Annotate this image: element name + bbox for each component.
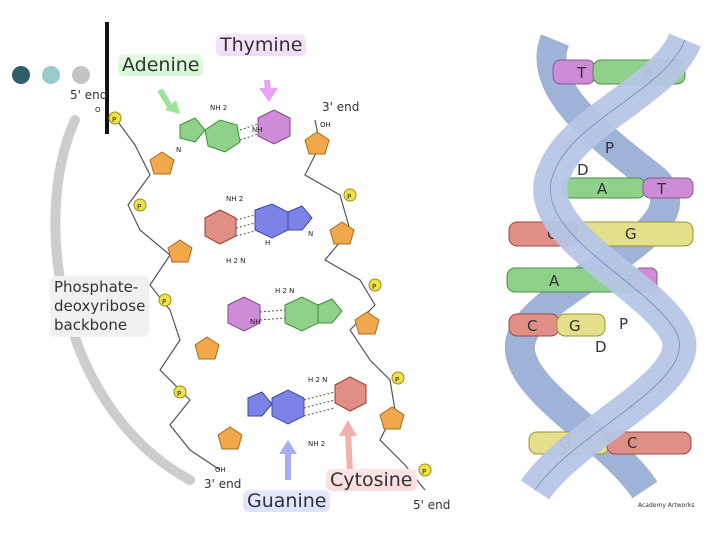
label-backbone-line-3: backbone: [54, 316, 128, 334]
atom-nh2-2: NH 2: [226, 195, 243, 203]
sugar-left-4: [217, 426, 243, 450]
atom-h-2: H: [265, 239, 270, 247]
base-guanine-4-ring5: [247, 391, 273, 417]
atom-o-1: O: [95, 106, 101, 114]
label-p-2: P: [619, 315, 628, 333]
phosphate-left-4: [173, 385, 187, 399]
atom-p-5: P: [347, 193, 351, 201]
atom-oh-bottom: OH: [215, 466, 226, 474]
atom-p-6: P: [372, 283, 376, 291]
atom-n-2: N: [308, 230, 313, 238]
rung-4-left: A: [549, 272, 560, 290]
decor-vertical-line: [105, 22, 109, 134]
label-adenine: Adenine: [118, 54, 204, 76]
rung-2-left: A: [597, 180, 608, 198]
label-backbone: Phosphate- deoxyribose backbone: [50, 276, 150, 337]
base-cytosine-2: [204, 209, 237, 245]
sugar-right-4: [379, 406, 405, 430]
phosphate-right-3: [391, 371, 405, 385]
base-thymine-3: [227, 296, 261, 332]
rung-3-right: G: [625, 225, 637, 243]
decor-dot-1: [12, 66, 30, 84]
phosphate-left-1: [108, 111, 122, 125]
label-d-2: D: [595, 338, 607, 356]
atom-p-7: P: [395, 376, 399, 384]
label-3-end-top: 3' end: [322, 100, 360, 114]
rung-2-right: T: [656, 180, 667, 198]
atom-nh-1: NH: [252, 126, 263, 134]
atom-n-1: N: [176, 146, 181, 154]
base-guanine-2-ring5: [287, 205, 313, 231]
base-adenine-3-ring6: [284, 296, 319, 332]
base-guanine-4-ring6: [271, 389, 305, 425]
decor-dot-3: [72, 66, 90, 84]
sugar-left-1: [149, 151, 175, 175]
atom-oh-top: OH: [320, 121, 331, 129]
atom-nh2-4: NH 2: [308, 440, 325, 448]
sugar-left-2: [167, 239, 193, 263]
label-backbone-line-2: deoxyribose: [54, 297, 146, 315]
phosphate-left-3: [158, 293, 172, 307]
sugar-right-1: [304, 131, 330, 155]
sugar-right-2: [329, 221, 355, 245]
rung-1-left: T: [576, 64, 587, 82]
label-5-end-bottom: 5' end: [413, 498, 451, 512]
atom-h2n-2: H 2 N: [226, 257, 245, 265]
phosphate-right-4: [418, 463, 432, 477]
decor-dot-2: [42, 66, 60, 84]
atom-nh2-1: NH 2: [210, 104, 227, 112]
phosphate-left-2: [133, 198, 147, 212]
atom-p-4: P: [177, 390, 181, 398]
atom-h2n-3: H 2 N: [275, 287, 294, 295]
base-adenine-1-ring5: [179, 117, 206, 143]
label-3-end-bottom: 3' end: [204, 477, 242, 491]
rung-2: A T: [562, 177, 694, 199]
atom-p-3: P: [162, 298, 166, 306]
rung-5-left: C: [527, 317, 537, 335]
base-adenine-1-ring6: [204, 119, 241, 153]
atom-nh-3: NH: [250, 318, 261, 326]
atom-h2n-4: H 2 N: [308, 376, 327, 384]
phosphate-right-2: [368, 278, 382, 292]
phosphate-right-1: [343, 188, 357, 202]
atom-p-1: P: [112, 116, 116, 124]
base-guanine-2-ring6: [254, 203, 289, 239]
rung-5-right: G: [569, 317, 581, 335]
label-d-1: D: [577, 161, 589, 179]
rung-5: C G: [508, 313, 606, 337]
sugar-left-3: [194, 336, 220, 360]
label-thymine: Thymine: [216, 34, 307, 56]
label-5-end-top: 5' end: [70, 88, 108, 102]
dna-helix-diagram: T A A T C G A T C G G C P D P D: [504, 32, 701, 500]
cytosine-arrow: [345, 431, 353, 473]
credit-text: Academy Artworks: [638, 502, 695, 509]
base-adenine-3-ring5: [317, 298, 343, 324]
label-p-1: P: [605, 139, 614, 157]
label-backbone-line-1: Phosphate-: [54, 278, 139, 296]
base-cytosine-4: [334, 376, 367, 412]
atom-p-2: P: [137, 203, 141, 211]
rung-6-right: C: [627, 434, 637, 452]
thymine-arrow: [263, 80, 271, 91]
base-thymine-1: [257, 109, 291, 145]
dna-chemical-structure: P O P P P P P P P OH OH NH 2 NH 2 H 2 N …: [50, 80, 432, 491]
label-guanine: Guanine: [243, 490, 331, 512]
atom-p-8: P: [422, 468, 426, 476]
sugar-right-3: [354, 311, 380, 335]
label-cytosine: Cytosine: [326, 469, 417, 491]
